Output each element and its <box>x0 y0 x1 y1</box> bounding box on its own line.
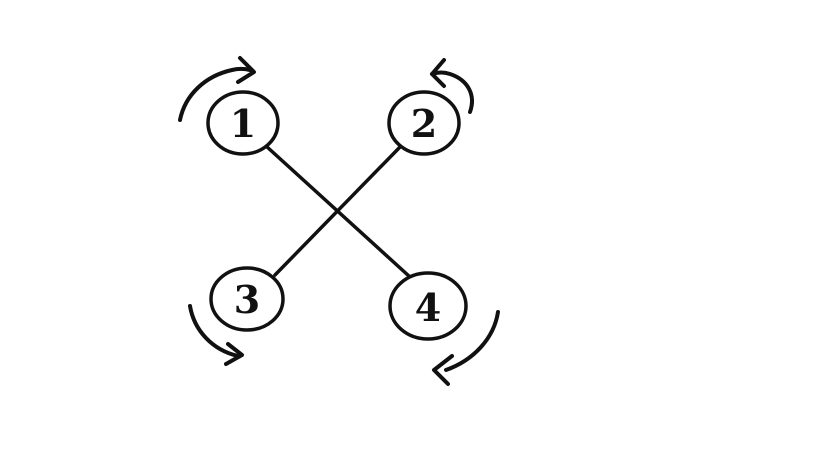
rotation-arrow-1-icon <box>178 56 256 122</box>
node-2-label: 2 <box>411 101 437 146</box>
node-4-circle <box>388 271 468 341</box>
rotation-arrow-4-icon <box>432 310 500 386</box>
node-3-label: 3 <box>234 277 260 322</box>
node-4-label: 4 <box>415 285 441 330</box>
node-1: 1 <box>206 90 280 156</box>
node-1-circle <box>206 90 280 156</box>
node-3: 3 <box>209 266 285 332</box>
arm-2-3 <box>273 145 402 277</box>
rotation-arrow-2-icon <box>430 58 474 114</box>
node-4: 4 <box>388 271 468 341</box>
node-3-circle <box>209 266 285 332</box>
node-2: 2 <box>387 90 461 156</box>
node-1-label: 1 <box>230 101 256 146</box>
rotation-arrow-3-icon <box>188 304 244 366</box>
node-2-circle <box>387 90 461 156</box>
